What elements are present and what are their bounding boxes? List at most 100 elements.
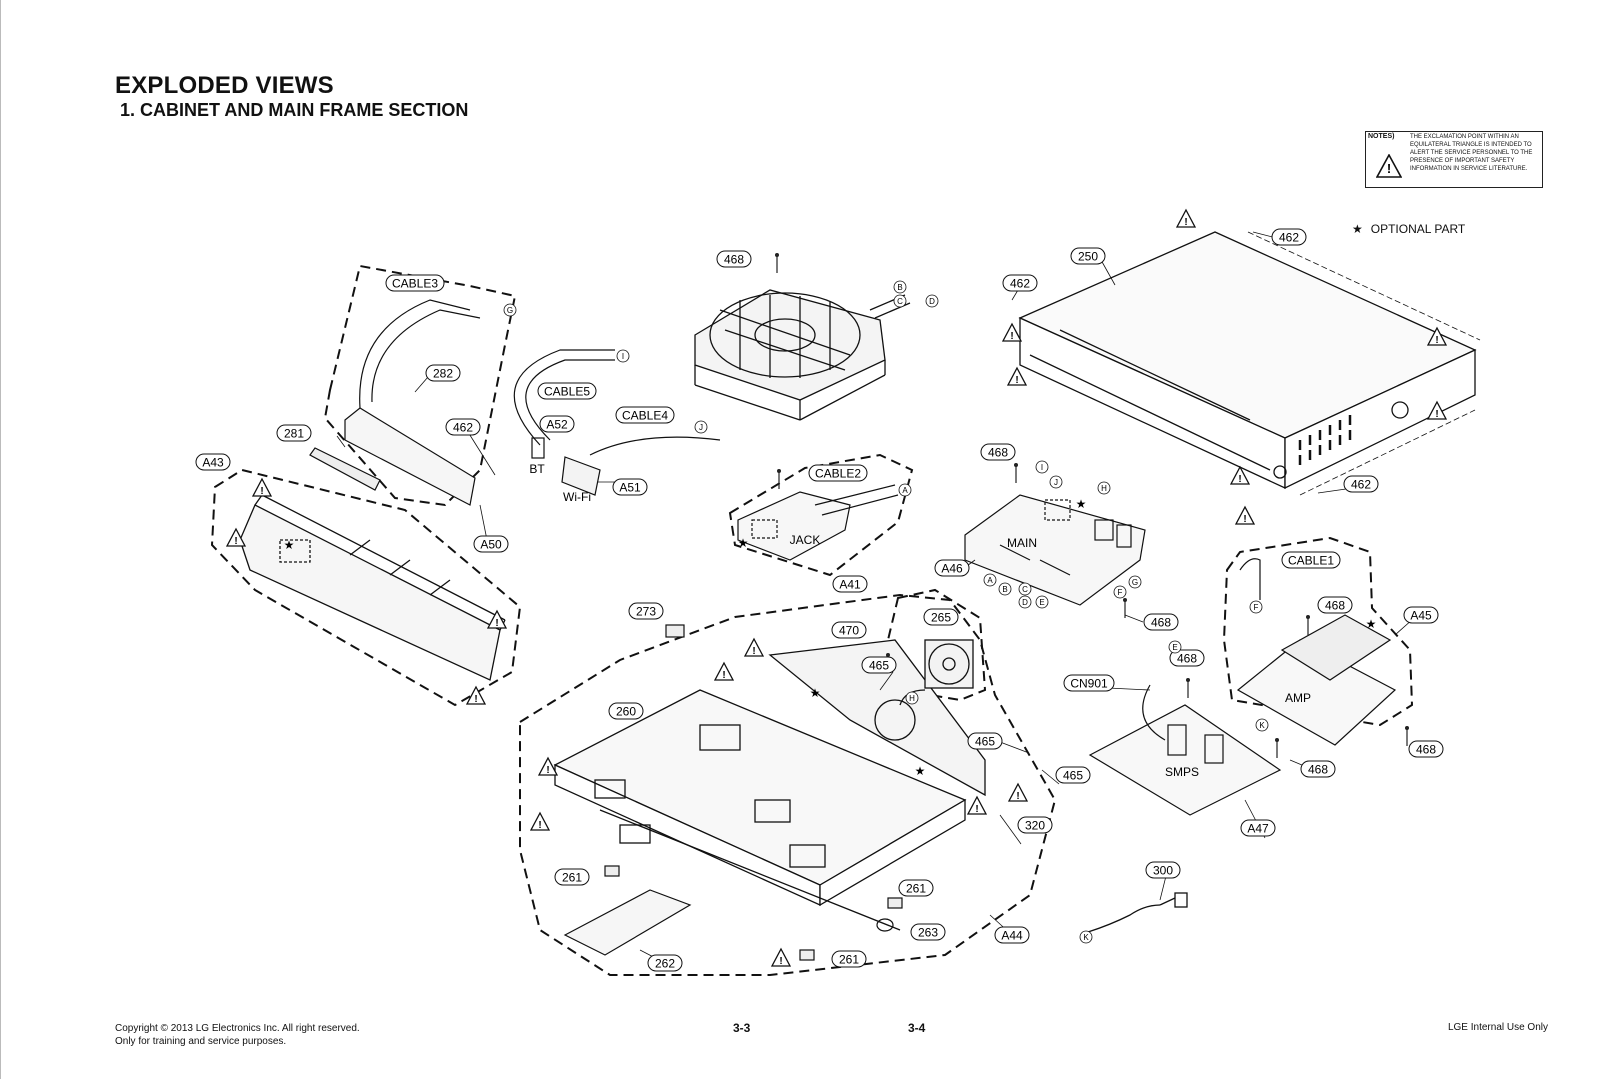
front-panel — [239, 494, 506, 681]
callout-label: 262 — [655, 957, 675, 971]
component-label-wifi: Wi-Fi — [563, 490, 591, 504]
connector-marker-k: K — [1255, 718, 1269, 732]
front-panel-group-boundary — [210, 468, 522, 707]
callout-label: 468 — [724, 253, 744, 267]
callout-a46: A46 — [934, 559, 970, 577]
callout-470: 470 — [831, 621, 867, 639]
optional-part-label: OPTIONAL PART — [1370, 222, 1466, 236]
page-number-left: 3-3 — [733, 1021, 751, 1035]
callout-468: 468 — [1300, 760, 1336, 778]
callout-label: A41 — [839, 578, 861, 592]
callout-label: CABLE1 — [1288, 554, 1334, 568]
callout-label: A52 — [546, 418, 568, 432]
callout-462: 462 — [1002, 274, 1038, 292]
callout-label: 265 — [931, 611, 951, 625]
copyright-line: Copyright © 2013 LG Electronics Inc. All… — [115, 1023, 360, 1034]
callout-label: 282 — [433, 367, 453, 381]
component-label-smps: SMPS — [1165, 765, 1199, 779]
callout-label: A51 — [619, 481, 641, 495]
callout-label: 468 — [988, 446, 1008, 460]
callout-label: 468 — [1177, 652, 1197, 666]
callout-281: 281 — [276, 424, 312, 442]
section-subtitle: 1. CABINET AND MAIN FRAME SECTION — [120, 100, 469, 120]
optional-part-legend: ★ OPTIONAL PART — [1352, 222, 1465, 236]
component-label-bt: BT — [529, 462, 545, 476]
callout-a44: A44 — [994, 926, 1030, 944]
callout-label: 261 — [906, 882, 926, 896]
svg-text:J: J — [699, 423, 703, 432]
callout-label: 261 — [839, 953, 859, 967]
svg-text:★: ★ — [284, 538, 295, 552]
bt-and-wifi-modules — [531, 436, 721, 496]
callout-cable1: CABLE1 — [1281, 551, 1341, 569]
connector-marker-f: F — [1113, 585, 1127, 599]
connector-marker-k: K — [1079, 930, 1093, 944]
component-label-amp: AMP — [1285, 691, 1311, 705]
callout-a47: A47 — [1240, 819, 1276, 837]
svg-text:★: ★ — [1076, 497, 1087, 511]
disc-loader — [694, 289, 911, 421]
loose-parts — [563, 624, 903, 961]
callout-a41: A41 — [832, 575, 868, 593]
notes-text: THE EXCLAMATION POINT WITHIN AN EQUILATE… — [1410, 134, 1533, 172]
callout-261: 261 — [898, 879, 934, 897]
callout-320: 320 — [1017, 816, 1053, 834]
svg-text:C: C — [1022, 585, 1028, 594]
callout-label: 273 — [636, 605, 656, 619]
amp-board-group-boundary — [1222, 536, 1414, 727]
svg-text:A: A — [987, 576, 993, 585]
callout-label: 462 — [453, 421, 473, 435]
callout-label: A43 — [202, 456, 224, 470]
svg-text:B: B — [897, 283, 902, 292]
callout-a45: A45 — [1403, 606, 1439, 624]
callout-cn901: CN901 — [1063, 674, 1115, 692]
connector-marker-h: H — [1097, 481, 1111, 495]
callout-468: 468 — [1317, 596, 1353, 614]
svg-text:K: K — [1259, 721, 1265, 730]
callout-label: CABLE3 — [392, 277, 438, 291]
connector-marker-a: A — [983, 573, 997, 587]
svg-text:I: I — [1041, 463, 1043, 472]
callout-263: 263 — [910, 923, 946, 941]
connector-marker-b: B — [893, 280, 907, 294]
callout-label: A46 — [941, 562, 963, 576]
connector-marker-d: D — [925, 294, 939, 308]
callout-a43: A43 — [195, 453, 231, 471]
callout-261: 261 — [554, 868, 590, 886]
callout-462: 462 — [1271, 228, 1307, 246]
svg-text:E: E — [1039, 598, 1044, 607]
star-icon: ★ — [1352, 222, 1363, 236]
svg-text:I: I — [622, 352, 624, 361]
connector-marker-j: J — [694, 420, 708, 434]
callout-465: 465 — [861, 656, 897, 674]
callout-label: CABLE2 — [815, 467, 861, 481]
connector-marker-d: D — [1018, 595, 1032, 609]
callout-a52: A52 — [539, 415, 575, 433]
training-line: Only for training and service purposes. — [115, 1036, 287, 1047]
warning-triangle-icon: ! — [1376, 154, 1402, 178]
connector-marker-b: B — [998, 582, 1012, 596]
svg-text:!: ! — [1387, 161, 1391, 176]
component-label-main: MAIN — [1007, 536, 1037, 550]
svg-text:B: B — [1002, 585, 1007, 594]
connector-marker-h: H — [905, 691, 919, 705]
callout-cable3: CABLE3 — [385, 274, 445, 292]
callout-label: A44 — [1001, 929, 1023, 943]
connector-marker-c: C — [893, 294, 907, 308]
callout-label: 468 — [1308, 763, 1328, 777]
callout-label: 465 — [1063, 769, 1083, 783]
component-label-jack: JACK — [790, 533, 821, 547]
callout-label: CABLE4 — [622, 409, 668, 423]
callout-282: 282 — [425, 364, 461, 382]
callout-261: 261 — [831, 950, 867, 968]
svg-text:★: ★ — [1366, 617, 1377, 631]
callout-label: 462 — [1279, 231, 1299, 245]
power-cord — [1087, 892, 1188, 933]
chassis-frame — [553, 639, 986, 931]
svg-text:C: C — [897, 297, 903, 306]
connector-marker-e: E — [1168, 640, 1182, 654]
connector-marker-i: I — [616, 349, 630, 363]
connector-marker-g: G — [503, 303, 517, 317]
